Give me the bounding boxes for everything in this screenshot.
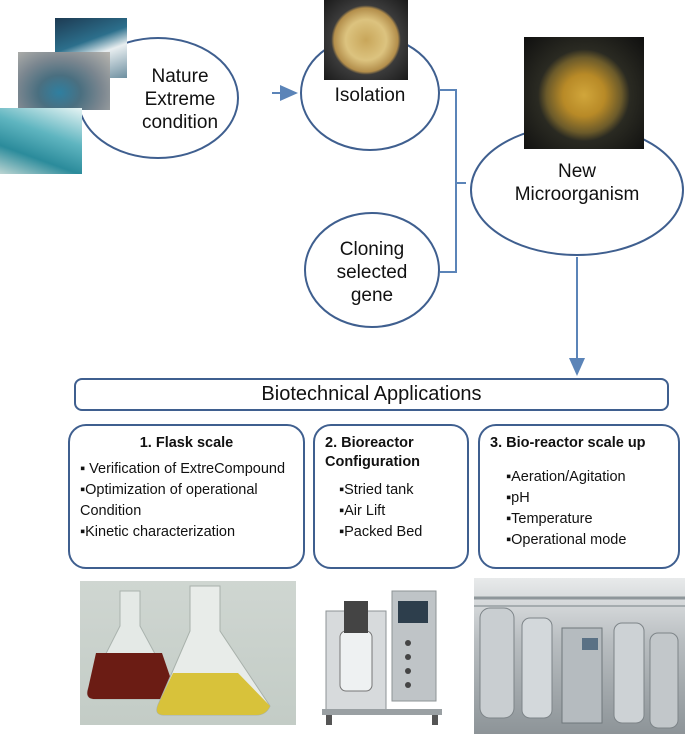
scale-up-item-2: ▪pH <box>506 490 530 506</box>
biotechnical-applications-banner: Biotechnical Applications <box>74 378 669 411</box>
petri-dish-photo <box>324 0 408 80</box>
bioreactor-item-3: ▪Packed Bed <box>339 524 423 540</box>
new-micro-line-2: Microorganism <box>514 184 640 205</box>
bioreactor-title-line-2: Configuration <box>325 454 421 470</box>
nature-line-1: Nature <box>151 65 209 87</box>
microorganism-culture-photo <box>524 37 644 149</box>
cloning-line-1: Cloning <box>339 238 405 260</box>
nature-line-2: Extreme <box>144 88 216 110</box>
cloning-selected-gene-label: Cloning selected gene <box>322 236 422 308</box>
flask-item-3: ▪Kinetic characterization <box>80 524 236 540</box>
cloning-line-2: selected <box>336 261 408 283</box>
ellipse-cloning <box>304 212 440 328</box>
extreme-environment-photo-3 <box>0 108 82 174</box>
nature-extreme-condition-label: Nature Extreme condition <box>120 60 240 138</box>
bioreactor-scale-up-box: 3. Bio-reactor scale up ▪Aeration/Agitat… <box>478 424 680 569</box>
bioreactor-configuration-box: 2. Bioreactor Configuration ▪Stried tank… <box>313 424 469 569</box>
scale-up-item-1: ▪Aeration/Agitation <box>506 469 626 485</box>
biotechnical-applications-title: Biotechnical Applications <box>261 383 482 405</box>
new-microorganism-label: New Microorganism <box>490 158 664 208</box>
industrial-bioreactor-photo <box>474 578 685 734</box>
extreme-environment-photo-2 <box>18 52 110 110</box>
scale-up-item-4: ▪Operational mode <box>506 532 627 548</box>
scale-up-title: 3. Bio-reactor scale up <box>490 435 646 451</box>
bioreactor-item-2: ▪Air Lift <box>339 503 386 519</box>
bracket-connector <box>440 89 466 273</box>
bioreactor-title-line-1: 2. Bioreactor <box>325 435 414 451</box>
scale-up-item-3: ▪Temperature <box>506 511 593 527</box>
bioreactor-photo <box>318 581 448 727</box>
bioreactor-item-1: ▪Stried tank <box>339 482 414 498</box>
flask-item-2: ▪Optimization of operational Condition <box>80 482 258 519</box>
flask-photo <box>80 581 296 725</box>
cloning-line-3: gene <box>350 284 394 306</box>
new-micro-line-1: New <box>557 161 596 182</box>
flask-scale-box: 1. Flask scale ▪ Verification of ExtreCo… <box>68 424 305 569</box>
nature-line-3: condition <box>141 111 219 133</box>
flask-item-1: ▪ Verification of ExtreCompound <box>80 461 286 477</box>
isolation-label: Isolation <box>334 84 406 106</box>
flask-scale-title: 1. Flask scale <box>139 435 234 451</box>
